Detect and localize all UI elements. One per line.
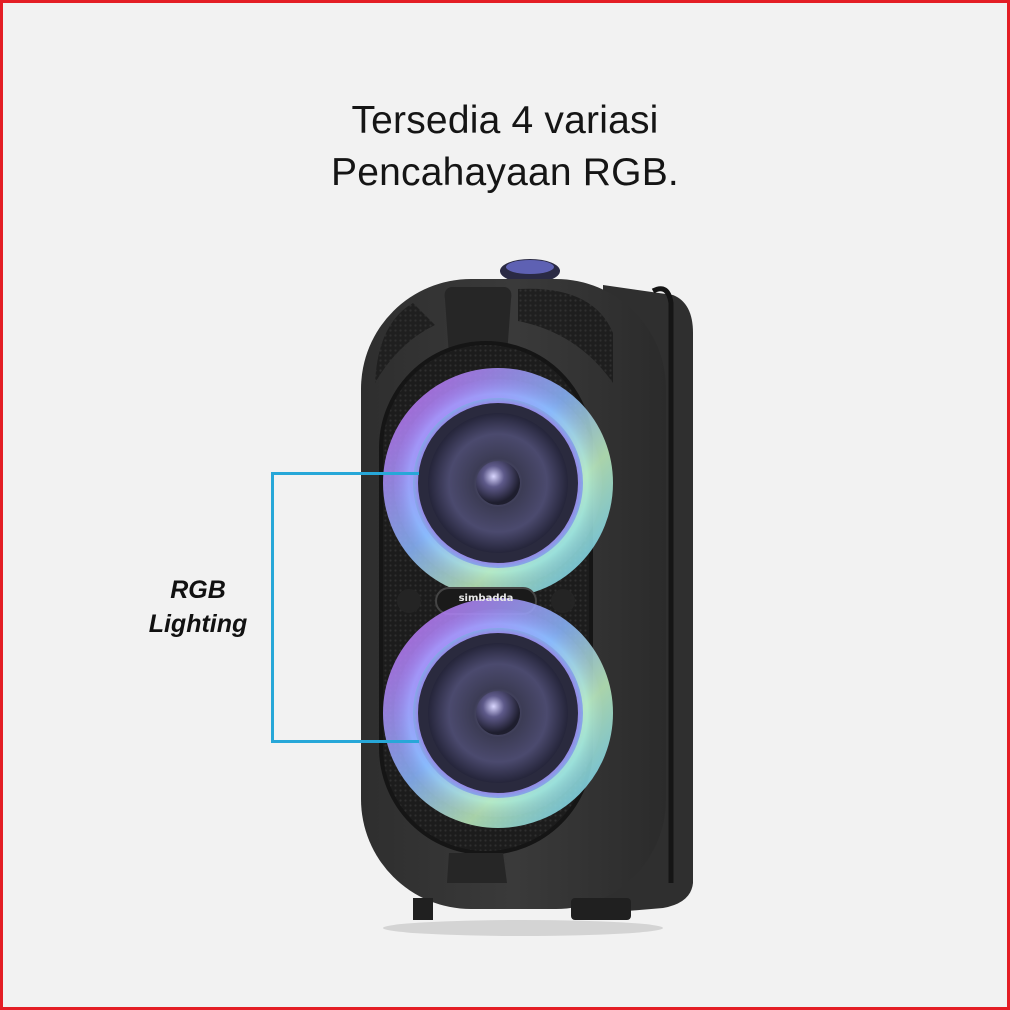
callout-line-1: RGB	[170, 576, 226, 604]
brand-label: simbadda	[458, 593, 514, 604]
rgb-lighting-label: RGB Lighting	[123, 573, 273, 641]
callout-line-vertical	[271, 472, 274, 742]
callout-line-top	[271, 472, 419, 475]
speaker-illustration	[361, 259, 693, 936]
lower-woofer	[383, 598, 613, 828]
top-handle	[444, 287, 512, 355]
headline: Tersedia 4 variasi Pencahayaan RGB.	[3, 95, 1007, 199]
upper-woofer	[383, 368, 613, 598]
headline-line-1: Tersedia 4 variasi	[351, 99, 659, 142]
headline-line-2: Pencahayaan RGB.	[331, 151, 679, 194]
right-foot	[571, 898, 631, 920]
callout-line-2: Lighting	[148, 610, 248, 638]
callout-line-bottom	[271, 740, 419, 743]
left-foot	[413, 898, 433, 920]
